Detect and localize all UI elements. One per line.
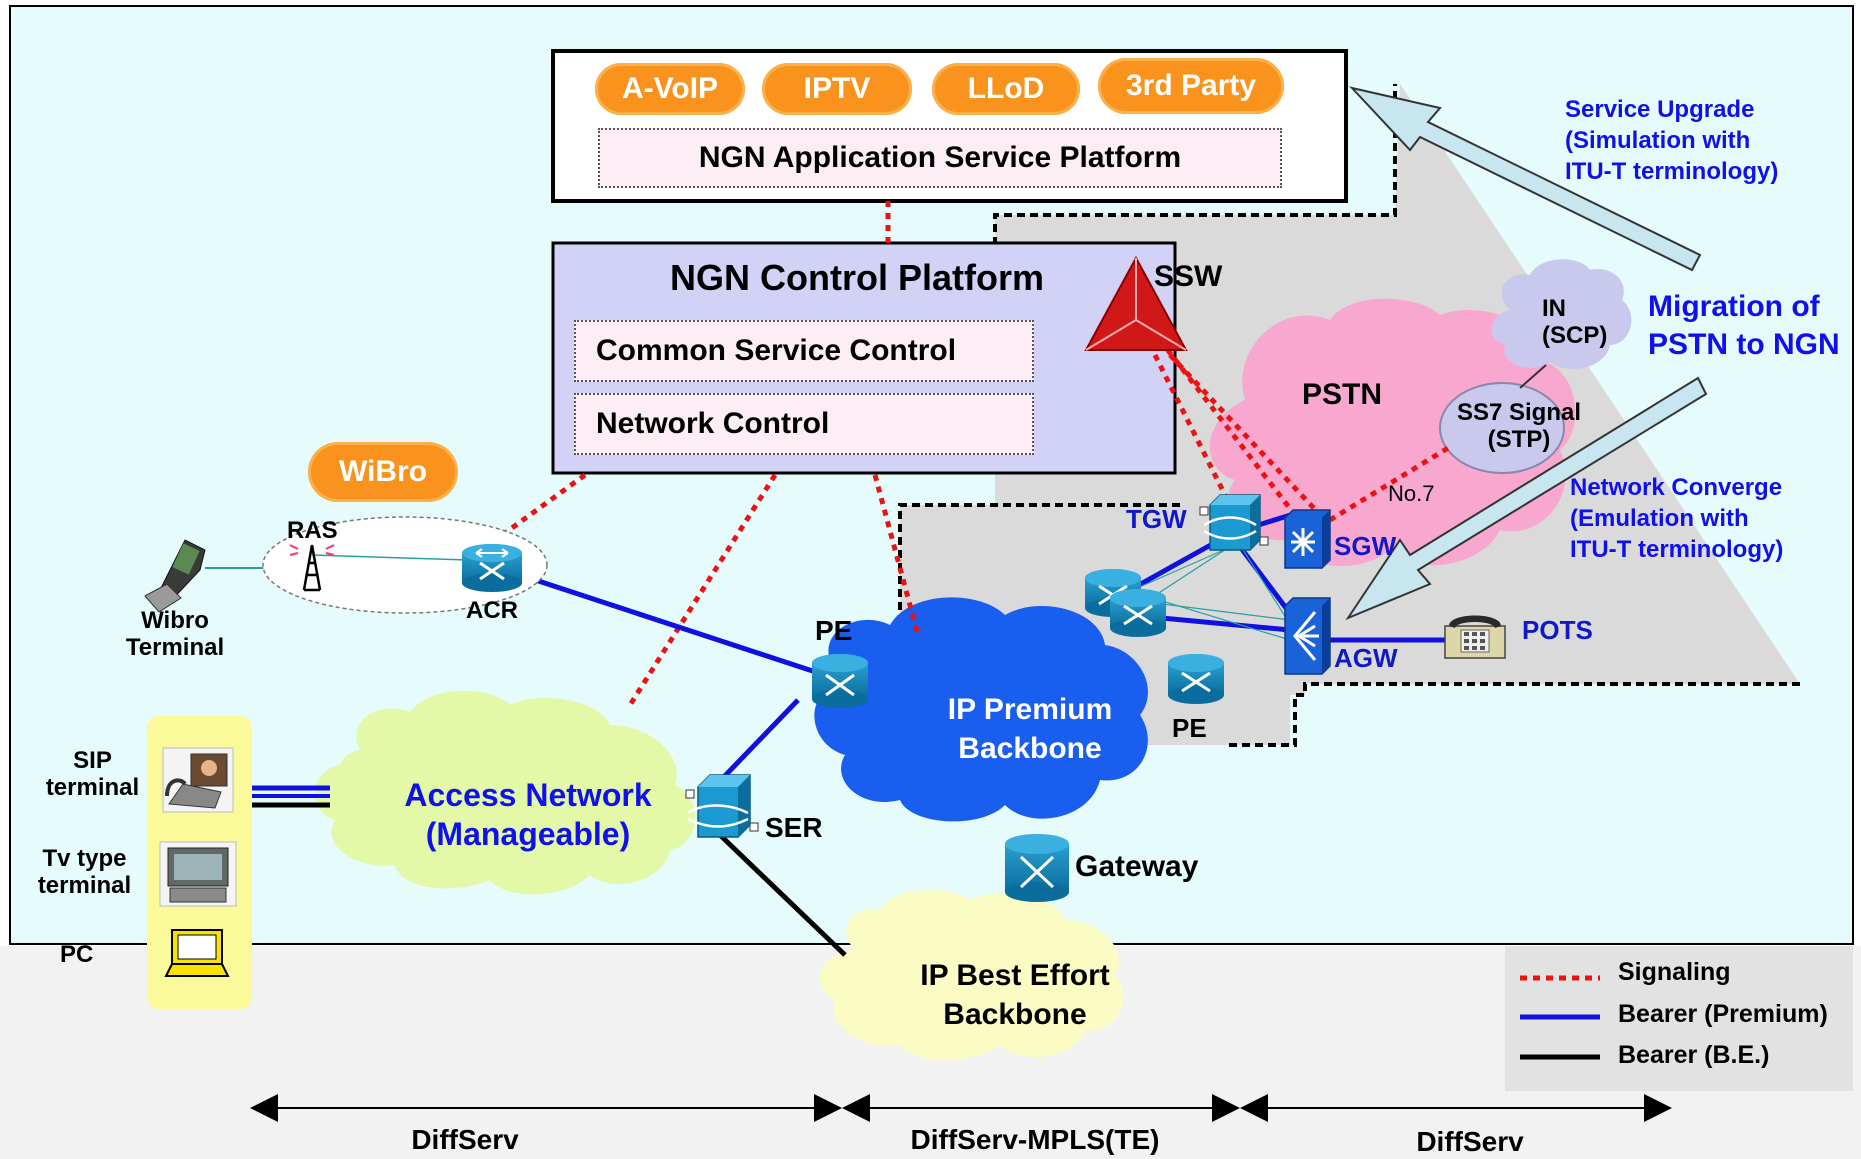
domain-label-diffserv-right: DiffServ [1416,1126,1524,1157]
access-network-line-2: (Manageable) [425,816,631,853]
network-converge-label: Network Converge (Emulation with ITU-T t… [1570,472,1783,566]
network-converge-line-1: Network Converge [1570,474,1783,501]
ip-best-effort-line-1: IP Best Effort [920,959,1110,992]
migration-line-1: Migration of [1648,290,1820,323]
wibro-terminal-line-1: Wibro [141,607,209,634]
ss7-label: SS7 Signal (STP) [1444,399,1594,454]
ras-antenna-icon [289,544,335,592]
scp-label: (SCP) [1542,321,1608,349]
wibro-terminal-icon [144,539,206,613]
pstn-label: PSTN [1302,378,1383,411]
sip-terminal-line-1: SIP [73,747,112,774]
router-acr [462,544,522,592]
wibro-terminal-label: Wibro Terminal [110,607,240,662]
legend-bearer-be-label: Bearer (B.E.) [1618,1041,1770,1069]
service-upgrade-line-3: ITU-T terminology) [1565,158,1779,186]
be-bearer-lines [250,802,847,957]
wibro-pill: WiBro [308,442,458,502]
pots-label: POTS [1522,615,1593,645]
sip-terminal-label: SIP terminal [30,747,155,802]
router-core-2 [1110,589,1166,637]
service-upgrade-label: Service Upgrade (Simulation with ITU-T t… [1565,94,1778,188]
wibro-terminal-line-2: Terminal [125,633,225,661]
common-service-control-label: Common Service Control [574,320,1034,382]
ser-switch [685,774,759,838]
ser-label: SER [765,812,823,843]
in-label: IN [1542,295,1566,322]
service-pill-3rd-party: 3rd Party [1098,58,1284,114]
ras-label: RAS [287,517,338,544]
acr-label: ACR [466,597,518,624]
ip-premium-cloud [814,597,1148,822]
pc-label: PC [60,941,94,968]
ss7-line-2: (STP) [1487,425,1551,453]
ssw-label: SSW [1154,260,1223,293]
agw-label: AGW [1334,643,1398,673]
pe-left-label: PE [815,615,853,646]
pots-phone-icon [1444,615,1506,659]
router-pe-right [1168,654,1224,704]
ngn-app-platform-label: NGN Application Service Platform [598,128,1282,188]
tv-terminal-icon [159,841,237,907]
migration-label: Migration of PSTN to NGN [1648,288,1840,365]
ip-best-effort-line-2: Backbone [943,998,1087,1031]
ssw-triangle [1084,255,1188,351]
pstn-cloud [1209,298,1576,567]
sgw-device [1284,509,1331,569]
router-pe-left [812,654,868,708]
in-scp-label: IN (SCP) [1542,295,1608,350]
domain-label-diffserv-mpls: DiffServ-MPLS(TE) [910,1124,1160,1155]
access-network-cloud [314,690,696,895]
migration-line-2: PSTN to NGN [1648,328,1840,362]
router-gateway [1005,834,1069,902]
ip-best-effort-label: IP Best Effort Backbone [880,956,1150,1034]
service-pill-llod: LLoD [932,63,1080,115]
network-control-label: Network Control [574,393,1034,455]
premium-bearer-lines [250,509,1450,791]
legend-signaling-label: Signaling [1618,958,1731,986]
ss7-ellipse [1439,382,1565,474]
agw-device [1284,597,1331,675]
tgw-label: TGW [1126,504,1187,534]
sip-terminal-line-2: terminal [45,773,140,801]
tv-terminal-label: Tv type terminal [22,845,147,900]
network-converge-arrow [1345,376,1708,621]
network-converge-line-2: (Emulation with [1570,505,1749,533]
ip-best-effort-cloud [819,889,1124,1060]
service-pill-iptv: IPTV [762,63,912,115]
service-pill-avoip: A-VoIP [595,63,745,115]
no7-label: No.7 [1388,481,1435,506]
pstn-boundary [993,84,1800,747]
ip-premium-line-2: Backbone [958,732,1102,765]
tgw-switch [1199,494,1269,551]
gateway-label: Gateway [1075,850,1199,883]
in-scp-cloud [1491,259,1632,369]
tv-terminal-line-1: Tv type [42,845,127,872]
service-upgrade-line-1: Service Upgrade [1565,96,1755,123]
network-converge-line-3: ITU-T terminology) [1570,536,1784,564]
ngn-control-title: NGN Control Platform [670,257,1044,298]
sgw-label: SGW [1334,531,1397,561]
signaling-lines [503,201,1450,707]
tv-terminal-line-2: terminal [37,871,132,899]
domain-label-diffserv-left: DiffServ [411,1124,519,1155]
ss7-line-1: SS7 Signal [1456,399,1582,426]
service-upgrade-arrow [1349,86,1702,272]
access-network-line-1: Access Network [404,777,652,813]
service-upgrade-line-2: (Simulation with [1565,127,1751,155]
pc-terminal-icon [164,929,230,977]
sip-terminal-icon [162,747,234,813]
ip-premium-label: IP Premium Backbone [900,690,1160,768]
access-network-label: Access Network (Manageable) [388,776,668,854]
legend-bearer-premium-label: Bearer (Premium) [1618,1000,1828,1028]
pe-right-label: PE [1172,713,1207,743]
ip-premium-line-1: IP Premium [947,693,1113,726]
